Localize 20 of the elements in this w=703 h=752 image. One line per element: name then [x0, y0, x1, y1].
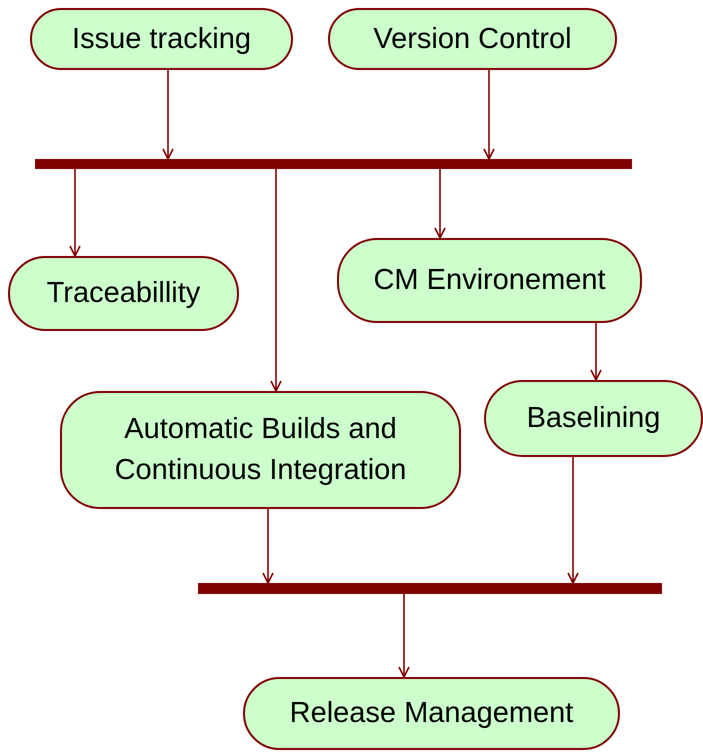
- activity-box: [60, 391, 461, 509]
- sync-bar: [198, 583, 662, 594]
- arrow: [69, 169, 81, 257]
- activity-label: Issue tracking: [72, 22, 251, 57]
- arrow: [398, 594, 410, 678]
- arrow: [162, 70, 174, 160]
- activity-label: Traceabillity: [46, 276, 200, 312]
- activity-box: [484, 380, 703, 457]
- activity-label: Release Management: [290, 696, 574, 732]
- arrow: [270, 169, 282, 392]
- activity-label: Automatic Builds and Continuous Integration: [114, 412, 408, 488]
- activity-label: Baselining: [526, 401, 660, 436]
- arrow: [483, 70, 495, 160]
- activity-label: CM Environement: [373, 263, 606, 298]
- arrow: [262, 509, 274, 584]
- arrow: [434, 169, 446, 239]
- sync-bar: [35, 159, 632, 169]
- activity-label: Version Control: [373, 22, 572, 57]
- arrow: [567, 457, 579, 584]
- arrow: [590, 323, 602, 381]
